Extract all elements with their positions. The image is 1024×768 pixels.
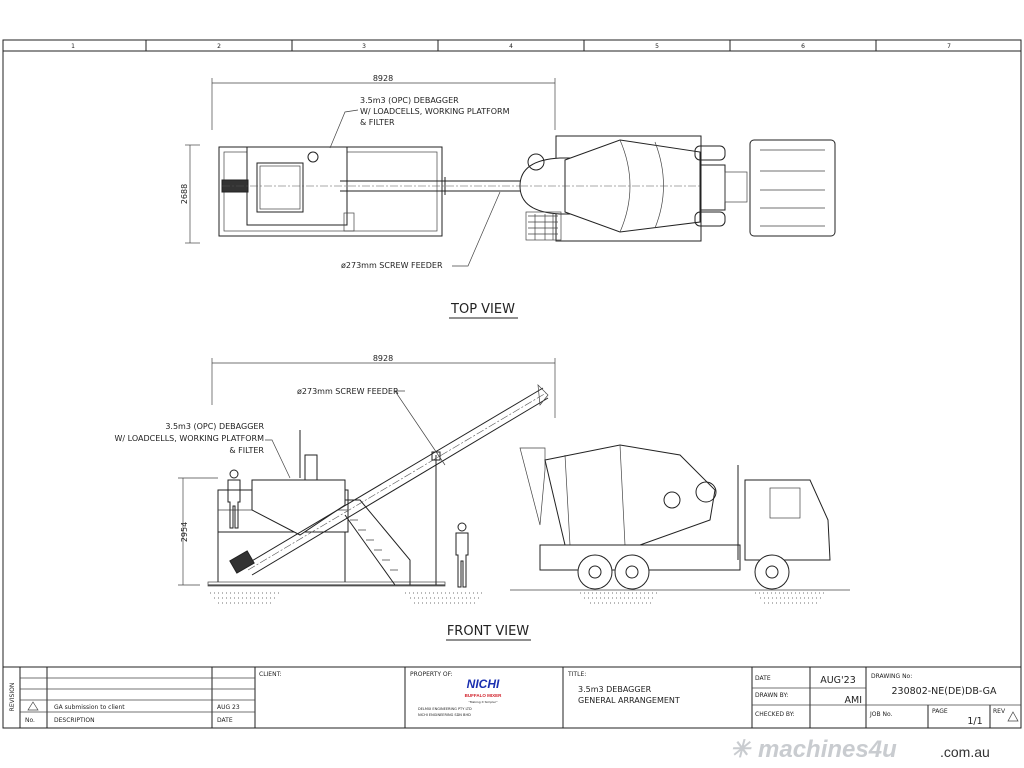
client-label: CLIENT: [259,671,282,678]
page-label: PAGE [932,708,948,715]
watermark-domain: .com.au [940,744,990,760]
debagger-label-line: & FILTER [229,446,264,455]
revision-triangle-icon [27,701,39,711]
drawing-no-value: 230802-NE(DE)DB-GA [891,686,997,697]
title-line: GENERAL ARRANGEMENT [578,696,680,705]
logo-tagline: "Making it Simpler" [469,700,499,704]
revision-date: AUG 23 [217,704,240,711]
page-value: 1/1 [967,716,982,727]
mixer-truck-elevation [510,444,850,591]
debagger-elevation [207,430,446,587]
debagger-label-line: W/ LOADCELLS, WORKING PLATFORM [115,434,265,443]
no-header: No. [25,717,35,724]
length-dimension [211,78,556,130]
front-view: 8928 2954 [115,354,850,641]
height-dim-text: 2954 [180,522,189,542]
rev-label: REV [993,708,1006,715]
watermark-star-icon: ✳ [730,736,752,763]
rev-triangle-icon [1007,711,1019,722]
logo-company: DELMIX ENGINEERING PTY LTD [418,707,472,711]
operator-figure [227,469,241,529]
column-number: 5 [655,43,659,50]
column-number: 4 [509,43,513,50]
debagger-label-line: 3.5m3 (OPC) DEBAGGER [360,96,459,105]
mixer-truck-plan [519,135,836,242]
debagger-label-line: 3.5m3 (OPC) DEBAGGER [165,422,264,431]
screw-feeder-label: ø273mm SCREW FEEDER [341,261,443,270]
worker-figure [455,522,469,588]
nichi-logo: NICHI BUFFALO MIXER "Making it Simpler" … [418,677,502,717]
date-header: DATE [217,717,233,724]
watermark: ✳ machines4u .com.au [730,736,990,763]
screw-leader [394,390,446,466]
job-no-label: JOB No. [869,711,893,718]
top-view: 8928 2688 [180,74,836,319]
date-value: AUG'23 [820,675,856,686]
debagger-leader [329,109,359,149]
view-title: FRONT VIEW [447,624,529,639]
description-header: DESCRIPTION [54,717,95,724]
logo-company: NICHI ENGINEERING SDN BHD [418,713,471,717]
revision-label: REVISION [9,683,16,712]
revision-row: GA submission to client AUG 23 [27,701,240,711]
screw-feeder-label: ø273mm SCREW FEEDER [297,387,399,396]
checked-by-label: CHECKED BY: [755,711,795,718]
height-dimension [178,477,218,586]
title-label: TITLE: [567,671,586,678]
screw-feeder-elevation [229,384,549,585]
drawing-no-label: DRAWING No: [871,673,912,680]
column-number: 7 [947,43,951,50]
debagger-label-line: & FILTER [360,118,395,127]
debagger-label-line: W/ LOADCELLS, WORKING PLATFORM [360,107,510,116]
debagger-leader [265,439,291,479]
length-dim-text: 8928 [373,74,393,83]
drawn-by-label: DRAWN BY: [755,692,788,699]
width-dim-text: 2688 [180,184,189,204]
revision-description: GA submission to client [54,704,125,711]
ground-hatch [210,592,825,604]
column-number: 6 [801,43,805,50]
date-label: DATE [755,675,771,682]
drawing-border [2,39,1022,729]
column-number: 3 [362,43,366,50]
watermark-brand: machines4u [758,736,897,763]
column-grid [145,40,877,51]
property-label: PROPERTY OF: [410,671,453,678]
drawn-by-value: AMI [845,695,863,706]
column-number: 2 [217,43,221,50]
logo-sub: BUFFALO MIXER [465,693,502,698]
column-number: 1 [71,43,75,50]
view-title: TOP VIEW [450,302,515,317]
length-dimension [211,358,556,418]
title-line: 3.5m3 DEBAGGER [578,685,652,694]
width-dimension [185,144,200,244]
length-dim-text: 8928 [373,354,393,363]
title-block: REVISION GA submission to client AUG 23 … [3,666,1021,728]
logo-name: NICHI [467,677,500,691]
screw-leader [452,191,501,267]
